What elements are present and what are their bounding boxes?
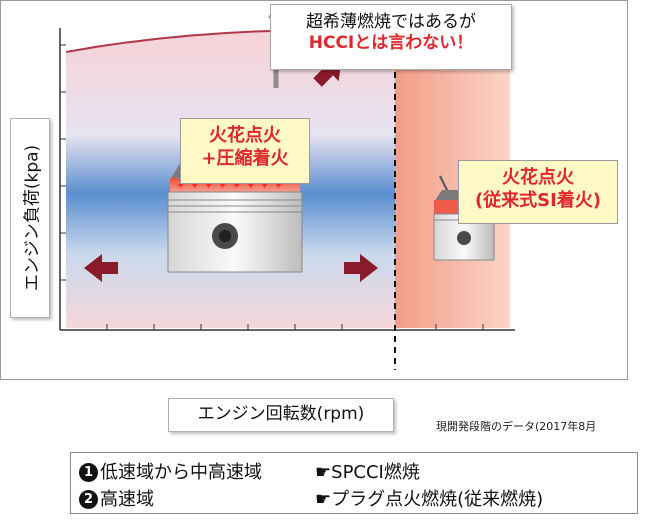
pointing-hand-icon: ☛ [315, 489, 332, 510]
source-note: 現開発段階のデータ(2017年8月 [436, 420, 597, 433]
si-label-line2: (従来式SI着火) [474, 189, 602, 211]
si-label-line1: 火花点火 [502, 167, 574, 188]
svg-text:✦: ✦ [274, 179, 283, 192]
legend-row-2-value-wrap: ☛プラグ点火燃焼(従来燃焼) [315, 485, 543, 511]
y-axis-label-box: エンジン負荷(kpa) [10, 118, 50, 318]
y-axis-label: エンジン負荷(kpa) [22, 144, 43, 292]
svg-text:✦: ✦ [190, 179, 199, 192]
number-badge-2: 2 [79, 490, 98, 509]
y-ticks [60, 44, 66, 281]
pointing-hand-icon: ☛ [315, 462, 332, 483]
top-callout-line1: 超希薄燃焼ではあるが [306, 12, 476, 32]
legend-row-2-label: 高速域 [100, 489, 154, 510]
legend-row-1-value-wrap: ☛SPCCI燃焼 [315, 458, 420, 484]
svg-text:✦: ✦ [260, 179, 269, 192]
spcci-region-label: 火花点火 +圧縮着火 [180, 118, 310, 184]
svg-text:✦: ✦ [204, 179, 213, 192]
legend-row-1-value: SPCCI燃焼 [331, 462, 420, 483]
legend-row-1-label: 低速域から中高速域 [100, 462, 262, 483]
svg-text:✦: ✦ [218, 179, 227, 192]
top-callout-note: 超希薄燃焼ではあるが HCCIとは言わない！ [270, 4, 512, 70]
x-axis-label: エンジン回転数(rpm) [168, 398, 394, 432]
x-ticks [106, 324, 484, 330]
expand-arrow-right [344, 254, 378, 282]
si-region-label: 火花点火 (従来式SI着火) [458, 160, 618, 224]
legend-row-2-value: プラグ点火燃焼(従来燃焼) [331, 489, 544, 510]
spcci-label-line1: 火花点火 [209, 125, 281, 146]
svg-text:✦: ✦ [232, 179, 241, 192]
spcci-label-line2: +圧縮着火 [201, 147, 289, 169]
number-badge-1: 1 [79, 463, 98, 482]
expand-arrow-left [84, 254, 118, 282]
svg-text:✦: ✦ [176, 179, 185, 192]
svg-text:✦: ✦ [246, 179, 255, 192]
top-callout-line2: HCCIとは言わない！ [308, 33, 474, 54]
